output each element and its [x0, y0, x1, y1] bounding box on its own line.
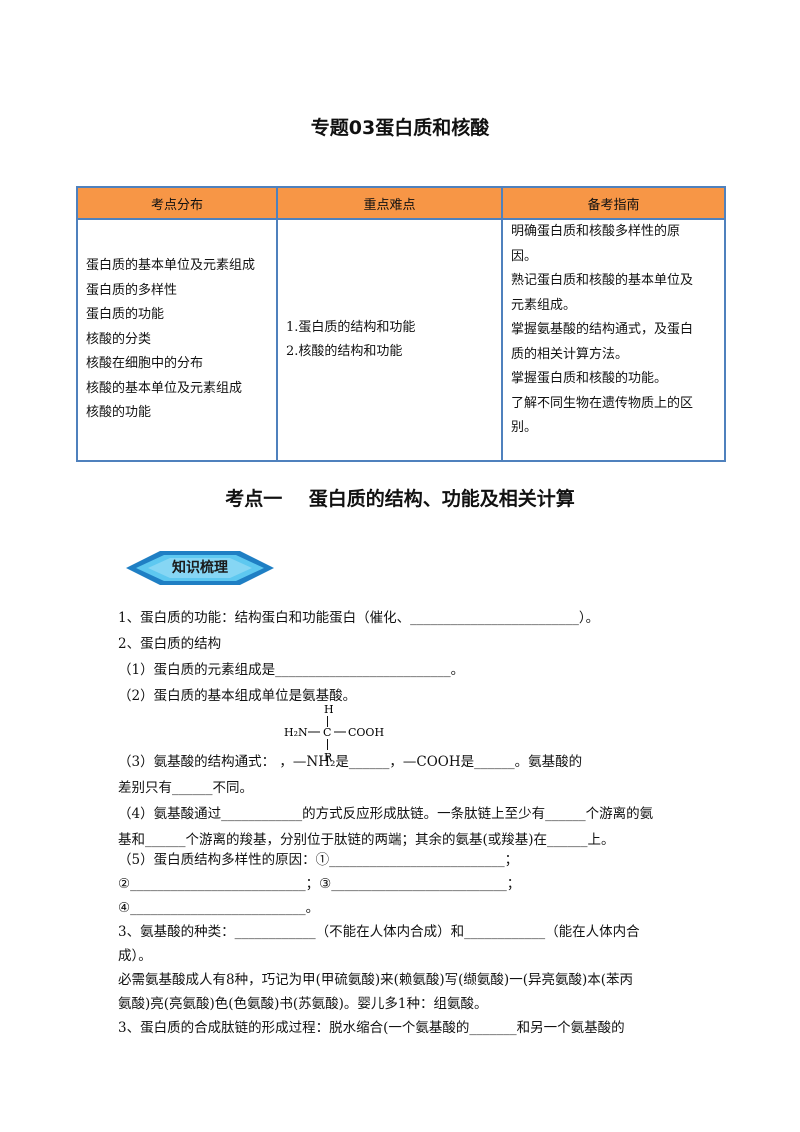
text-line: （1）蛋白质的元素组成是__________________________。	[118, 662, 465, 678]
text-line: 基和______个游离的羧基，分别位于肽链的两端；其余的氨基(或羧基)在____…	[118, 832, 615, 848]
text-line: 3、氨基酸的种类：____________（不能在人体内合成）和________…	[118, 924, 640, 940]
formula-left: H₂N	[284, 726, 308, 739]
list-item: 核酸的功能	[86, 405, 152, 421]
text-line: （5）蛋白质结构多样性的原因：①________________________…	[118, 852, 519, 868]
badge-label: 知识梳理	[172, 560, 228, 576]
list-item: 明确蛋白质和核酸多样性的原	[511, 224, 681, 239]
list-item: 核酸的分类	[86, 331, 152, 347]
text-line: ②__________________________；③___________…	[118, 876, 521, 892]
list-item: 掌握氨基酸的结构通式，及蛋白	[511, 322, 694, 337]
text-line: ④__________________________。	[118, 900, 320, 916]
list-item: 了解不同生物在遗传物质上的区	[511, 395, 694, 411]
table-body-row: 蛋白质的基本单位及元素组成 蛋白质的多样性 蛋白质的功能 核酸的分类 核酸在细胞…	[76, 218, 726, 462]
formula-center: C	[323, 726, 331, 739]
study-guide-table: 考点分布 重点难点 备考指南 蛋白质的基本单位及元素组成 蛋白质的多样性 蛋白质…	[76, 186, 726, 462]
list-item: 因。	[511, 248, 538, 264]
table-header-row: 考点分布 重点难点 备考指南	[76, 186, 726, 220]
key-difficulties-cell: 1.蛋白质的结构和功能 2.核酸的结构和功能	[276, 218, 503, 462]
header-exam-points: 考点分布	[76, 186, 278, 220]
amino-acid-formula: H H₂N C COOH R	[284, 703, 384, 764]
text-line: 1、蛋白质的功能：结构蛋白和功能蛋白（催化、__________________…	[118, 610, 600, 626]
text-line: （2）蛋白质的基本组成单位是氨基酸。	[118, 688, 357, 704]
list-item: 核酸的基本单位及元素组成	[86, 380, 243, 396]
exam-points-cell: 蛋白质的基本单位及元素组成 蛋白质的多样性 蛋白质的功能 核酸的分类 核酸在细胞…	[76, 218, 278, 462]
text-line: 3、蛋白质的合成肽链的形成过程：脱水缩合(一个氨基酸的_______和另一个氨基…	[118, 1020, 625, 1036]
badge-diamond-icon	[126, 551, 274, 585]
formula-right: COOH	[348, 726, 384, 739]
text-line: 氨酸)亮(亮氨酸)色(色氨酸)书(苏氨酸)。婴儿多1种：组氨酸。	[118, 996, 488, 1012]
list-item: 别。	[511, 420, 538, 435]
header-prep-guide: 备考指南	[501, 186, 726, 220]
text-line: （3）氨基酸的结构通式： ，—NH₂是______，—COOH是______。氨…	[118, 754, 583, 770]
list-item: 质的相关计算方法。	[511, 346, 629, 362]
page-title: 专题03蛋白质和核酸	[310, 117, 490, 139]
text-line: 必需氨基酸成人有8种，巧记为甲(甲硫氨酸)来(赖氨酸)写(缬氨酸)一(异亮氨酸)…	[118, 972, 633, 988]
list-item: 2.核酸的结构和功能	[286, 344, 403, 359]
list-item: 熟记蛋白质和核酸的基本单位及	[511, 273, 694, 288]
text-line: （4）氨基酸通过____________的方式反应形成肽链。一条肽链上至少有__…	[118, 806, 654, 822]
list-item: 蛋白质的功能	[86, 307, 165, 323]
list-item: 蛋白质的基本单位及元素组成	[86, 258, 256, 274]
prep-guide-cell: 明确蛋白质和核酸多样性的原 因。 熟记蛋白质和核酸的基本单位及 元素组成。 掌握…	[501, 218, 726, 462]
list-item: 掌握蛋白质和核酸的功能。	[511, 371, 668, 386]
list-item: 蛋白质的多样性	[86, 282, 178, 298]
header-key-difficulties: 重点难点	[276, 186, 503, 220]
text-line: 差别只有______不同。	[118, 780, 253, 796]
list-item: 元素组成。	[511, 297, 577, 313]
section-title: 考点一 蛋白质的结构、功能及相关计算	[225, 488, 575, 510]
formula-bottom: R	[324, 751, 333, 764]
formula-top: H	[324, 703, 334, 716]
text-line: 成）。	[118, 948, 152, 964]
list-item: 核酸在细胞中的分布	[86, 356, 204, 372]
text-line: 2、蛋白质的结构	[118, 636, 222, 652]
list-item: 1.蛋白质的结构和功能	[286, 319, 416, 335]
